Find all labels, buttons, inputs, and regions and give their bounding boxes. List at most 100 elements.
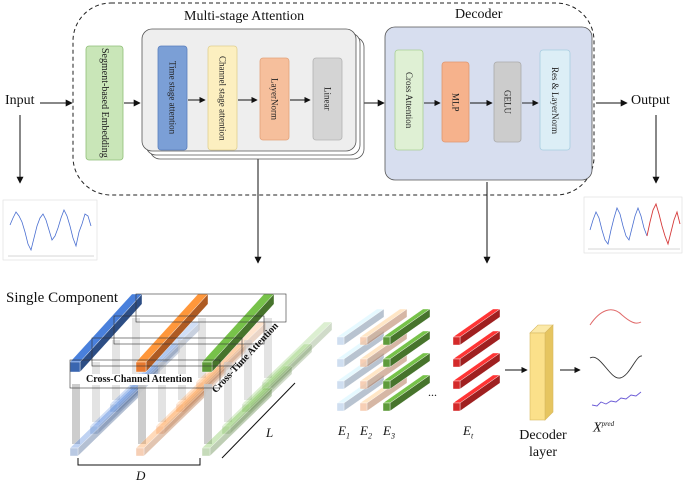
component-bar-front [69, 447, 79, 457]
decoder-layer-slab [529, 324, 554, 421]
dim-d-label: D [136, 468, 146, 483]
single-component-title: Single Component [6, 290, 119, 306]
cross-attention-block [394, 49, 424, 151]
e2-label: E2 [360, 423, 372, 441]
embedding-bar-front [336, 380, 345, 390]
gelu-label: GELU [502, 90, 513, 114]
msa-panel [141, 28, 357, 152]
component-layer-slab [132, 318, 140, 378]
e3-label: E3 [383, 423, 395, 441]
ellipsis-label: ... [428, 385, 437, 399]
embedding-bar-front [359, 336, 368, 346]
component-bar-front [261, 381, 271, 391]
component-layer-slab [224, 362, 232, 422]
output-series-thumbnail [583, 196, 683, 254]
embedding-bar-front [382, 380, 391, 390]
cross-channel-label: Cross-Channel Attention [84, 374, 195, 385]
output-label: Output [631, 93, 670, 108]
component-layer-slab [138, 384, 146, 444]
attention-grid-box [113, 315, 265, 345]
attention-grid-box [135, 293, 287, 323]
component-bar-top [221, 365, 293, 427]
embedding-bar-front [359, 380, 368, 390]
embedding-bar-front [452, 358, 461, 368]
mlp-block [441, 61, 470, 143]
component-layer-slab [72, 384, 80, 444]
component-layer-slab [178, 340, 186, 400]
component-layer-slab [204, 384, 212, 444]
linear-label: Linear [322, 87, 333, 111]
embedding-bar-front [336, 402, 345, 412]
component-bar-top [69, 387, 141, 449]
e1-label: E1 [338, 423, 350, 441]
cross-attention-label: Cross Attention [404, 71, 414, 129]
d-bracket [77, 458, 201, 466]
time-stage-block [157, 45, 188, 151]
component-layer-slab [264, 318, 272, 378]
embedding-bar-front [382, 358, 391, 368]
attention-grid-box [69, 359, 221, 389]
component-main-bar-front [135, 361, 147, 373]
msa-title: Multi-stage Attention [184, 9, 305, 24]
component-bar-front [135, 447, 145, 457]
gelu-block [493, 61, 522, 143]
component-bar-front [89, 425, 99, 435]
component-bar-front [201, 447, 211, 457]
component-bar-top [261, 321, 333, 383]
component-bar-side [229, 365, 293, 435]
embedding-bar-front [452, 380, 461, 390]
component-layer-slab [92, 362, 100, 422]
linear-block [312, 57, 343, 141]
encoder-decoder-container [72, 2, 595, 196]
layernorm-block [259, 57, 290, 141]
component-bar-side [209, 387, 273, 457]
component-bar-front [241, 403, 251, 413]
component-layer-slab [244, 340, 252, 400]
input-series-thumbnail [2, 199, 98, 261]
res-layernorm-label: Res & LayerNorm [550, 66, 560, 134]
embedding-bar-front [382, 402, 391, 412]
embedding-label: Segment-based Embedding [99, 48, 110, 158]
embedding-block [85, 45, 124, 161]
embedding-bar-front [336, 336, 345, 346]
embedding-bar-front [452, 402, 461, 412]
component-bar-top [201, 387, 273, 449]
pred-curve-red [589, 309, 642, 326]
embedding-bar-front [336, 358, 345, 368]
input-label: Input [5, 93, 35, 108]
embedding-bar-front [382, 336, 391, 346]
embedding-bar-front [359, 402, 368, 412]
pred-curve-black [589, 355, 643, 379]
channel-stage-label: Channel stage attention [217, 55, 228, 141]
component-main-bar-front [69, 361, 81, 373]
component-main-bar-front [201, 361, 213, 373]
res-layernorm-block [539, 49, 571, 151]
component-bar-front [109, 403, 119, 413]
layernorm-label: LayerNorm [269, 78, 280, 120]
dim-l-label: L [266, 425, 274, 440]
component-layer-slab [198, 318, 206, 378]
component-bar-side [269, 321, 333, 391]
component-bar-top [135, 387, 207, 449]
pred-label: Xpred [593, 420, 615, 436]
embedding-bar-front [452, 336, 461, 346]
component-bar-front [155, 425, 165, 435]
decoder-title: Decoder [455, 7, 503, 22]
component-bar-front [221, 425, 231, 435]
mlp-label: MLP [450, 92, 461, 112]
component-bar-side [249, 343, 313, 413]
component-layer-slab [158, 362, 166, 422]
channel-stage-block [207, 45, 238, 151]
l-bracket [221, 382, 296, 459]
et-label: Et [463, 423, 474, 441]
component-bar-top [241, 343, 313, 405]
time-stage-label: Time stage attention [167, 61, 178, 135]
component-bar-side [143, 387, 207, 457]
component-layer-slab [112, 340, 120, 400]
decoder-embeddings [336, 308, 501, 412]
component-bar-front [175, 403, 185, 413]
decoder-layer-label: Decoder layer [519, 428, 567, 460]
embedding-bar-front [359, 358, 368, 368]
attention-grid-box [91, 337, 243, 367]
